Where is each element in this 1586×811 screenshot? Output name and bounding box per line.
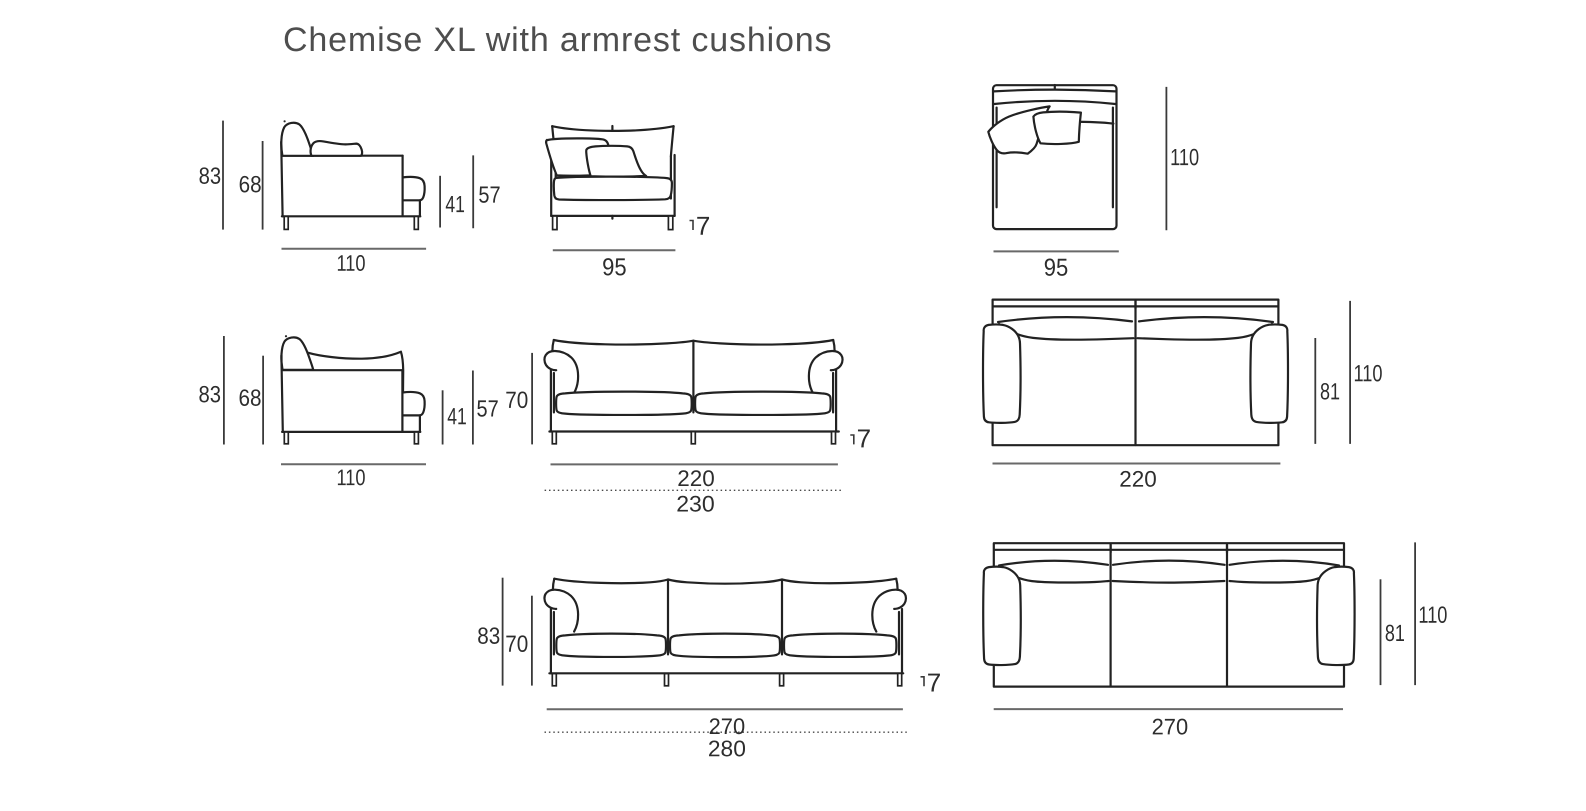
- svg-text:Chemise XL with armrest cushio: Chemise XL with armrest cushions: [283, 21, 832, 59]
- svg-text:110: 110: [336, 465, 365, 490]
- svg-text:81: 81: [1320, 378, 1340, 404]
- svg-text:110: 110: [1354, 360, 1383, 386]
- svg-text:68: 68: [239, 171, 262, 197]
- svg-text:41: 41: [447, 403, 467, 429]
- svg-text:83: 83: [199, 163, 222, 189]
- svg-text:57: 57: [476, 395, 498, 421]
- svg-text:220: 220: [677, 466, 715, 491]
- svg-text:7: 7: [696, 211, 710, 241]
- svg-text:95: 95: [602, 254, 627, 281]
- svg-text:95: 95: [1044, 255, 1069, 282]
- svg-text:110: 110: [1418, 602, 1447, 628]
- svg-text:81: 81: [1385, 620, 1405, 646]
- svg-text:280: 280: [708, 736, 746, 761]
- svg-text:7: 7: [857, 423, 871, 453]
- svg-text:230: 230: [676, 491, 715, 516]
- svg-text:270: 270: [709, 714, 746, 739]
- svg-text:110: 110: [1170, 144, 1199, 170]
- svg-text:7: 7: [927, 668, 941, 698]
- svg-text:83: 83: [477, 623, 500, 649]
- svg-text:57: 57: [478, 182, 500, 208]
- svg-text:70: 70: [505, 631, 528, 657]
- svg-text:41: 41: [445, 191, 465, 217]
- svg-text:220: 220: [1119, 467, 1157, 492]
- svg-text:110: 110: [337, 251, 366, 276]
- svg-text:270: 270: [1152, 714, 1189, 739]
- svg-text:68: 68: [238, 385, 261, 411]
- svg-text:83: 83: [198, 381, 221, 407]
- svg-text:70: 70: [505, 387, 528, 413]
